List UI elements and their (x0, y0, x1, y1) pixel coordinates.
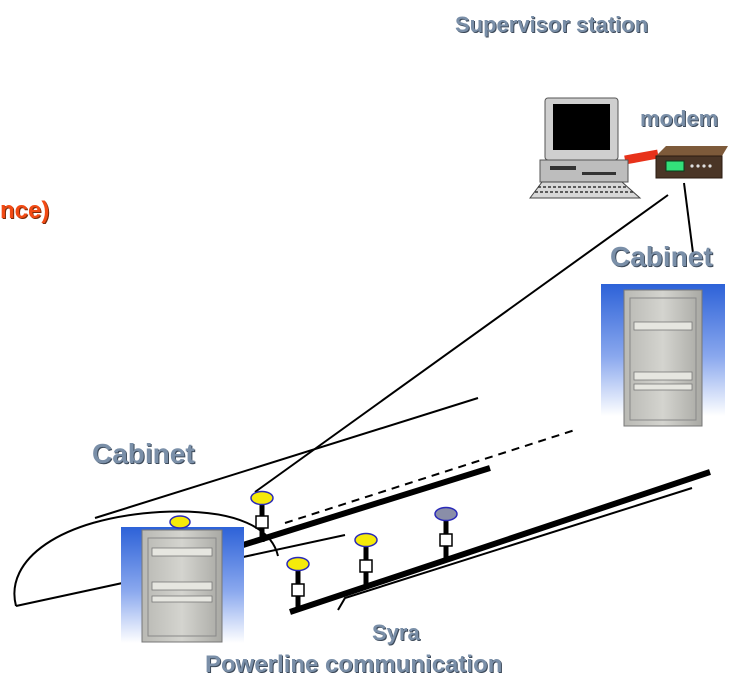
powerline-rail-upper (242, 465, 491, 548)
electrical-cabinet-icon (121, 527, 244, 643)
modem-icon (655, 146, 728, 179)
link-modem-to-cabinet (683, 182, 694, 254)
desktop-computer-icon (529, 97, 642, 199)
syra-label: Syra (372, 620, 420, 645)
cabinet-right-label: Cabinet (610, 241, 713, 272)
powerline-rail-return (337, 487, 693, 611)
street-lamp-icon (354, 532, 378, 585)
supervisor-station-label: Supervisor station (455, 12, 649, 37)
street-lamp-icon (250, 490, 274, 542)
tunnel-dashed-line (284, 428, 579, 524)
modem-label: modem (640, 106, 719, 131)
link-modem-to-lamp (254, 194, 669, 493)
powerline-communication-label: Powerline communication (205, 651, 503, 678)
street-lamp-icon (286, 556, 310, 610)
powerline-rail-lower (289, 469, 711, 615)
cabinet-left-label: Cabinet (92, 438, 195, 469)
link-computer-to-modem (624, 149, 659, 165)
electrical-cabinet-icon (601, 284, 725, 427)
street-lamp-icon (169, 515, 191, 529)
street-lamp-icon (434, 506, 458, 559)
tunnel-edge-top (94, 397, 479, 519)
partial-title-fragment: nce) (0, 197, 50, 224)
